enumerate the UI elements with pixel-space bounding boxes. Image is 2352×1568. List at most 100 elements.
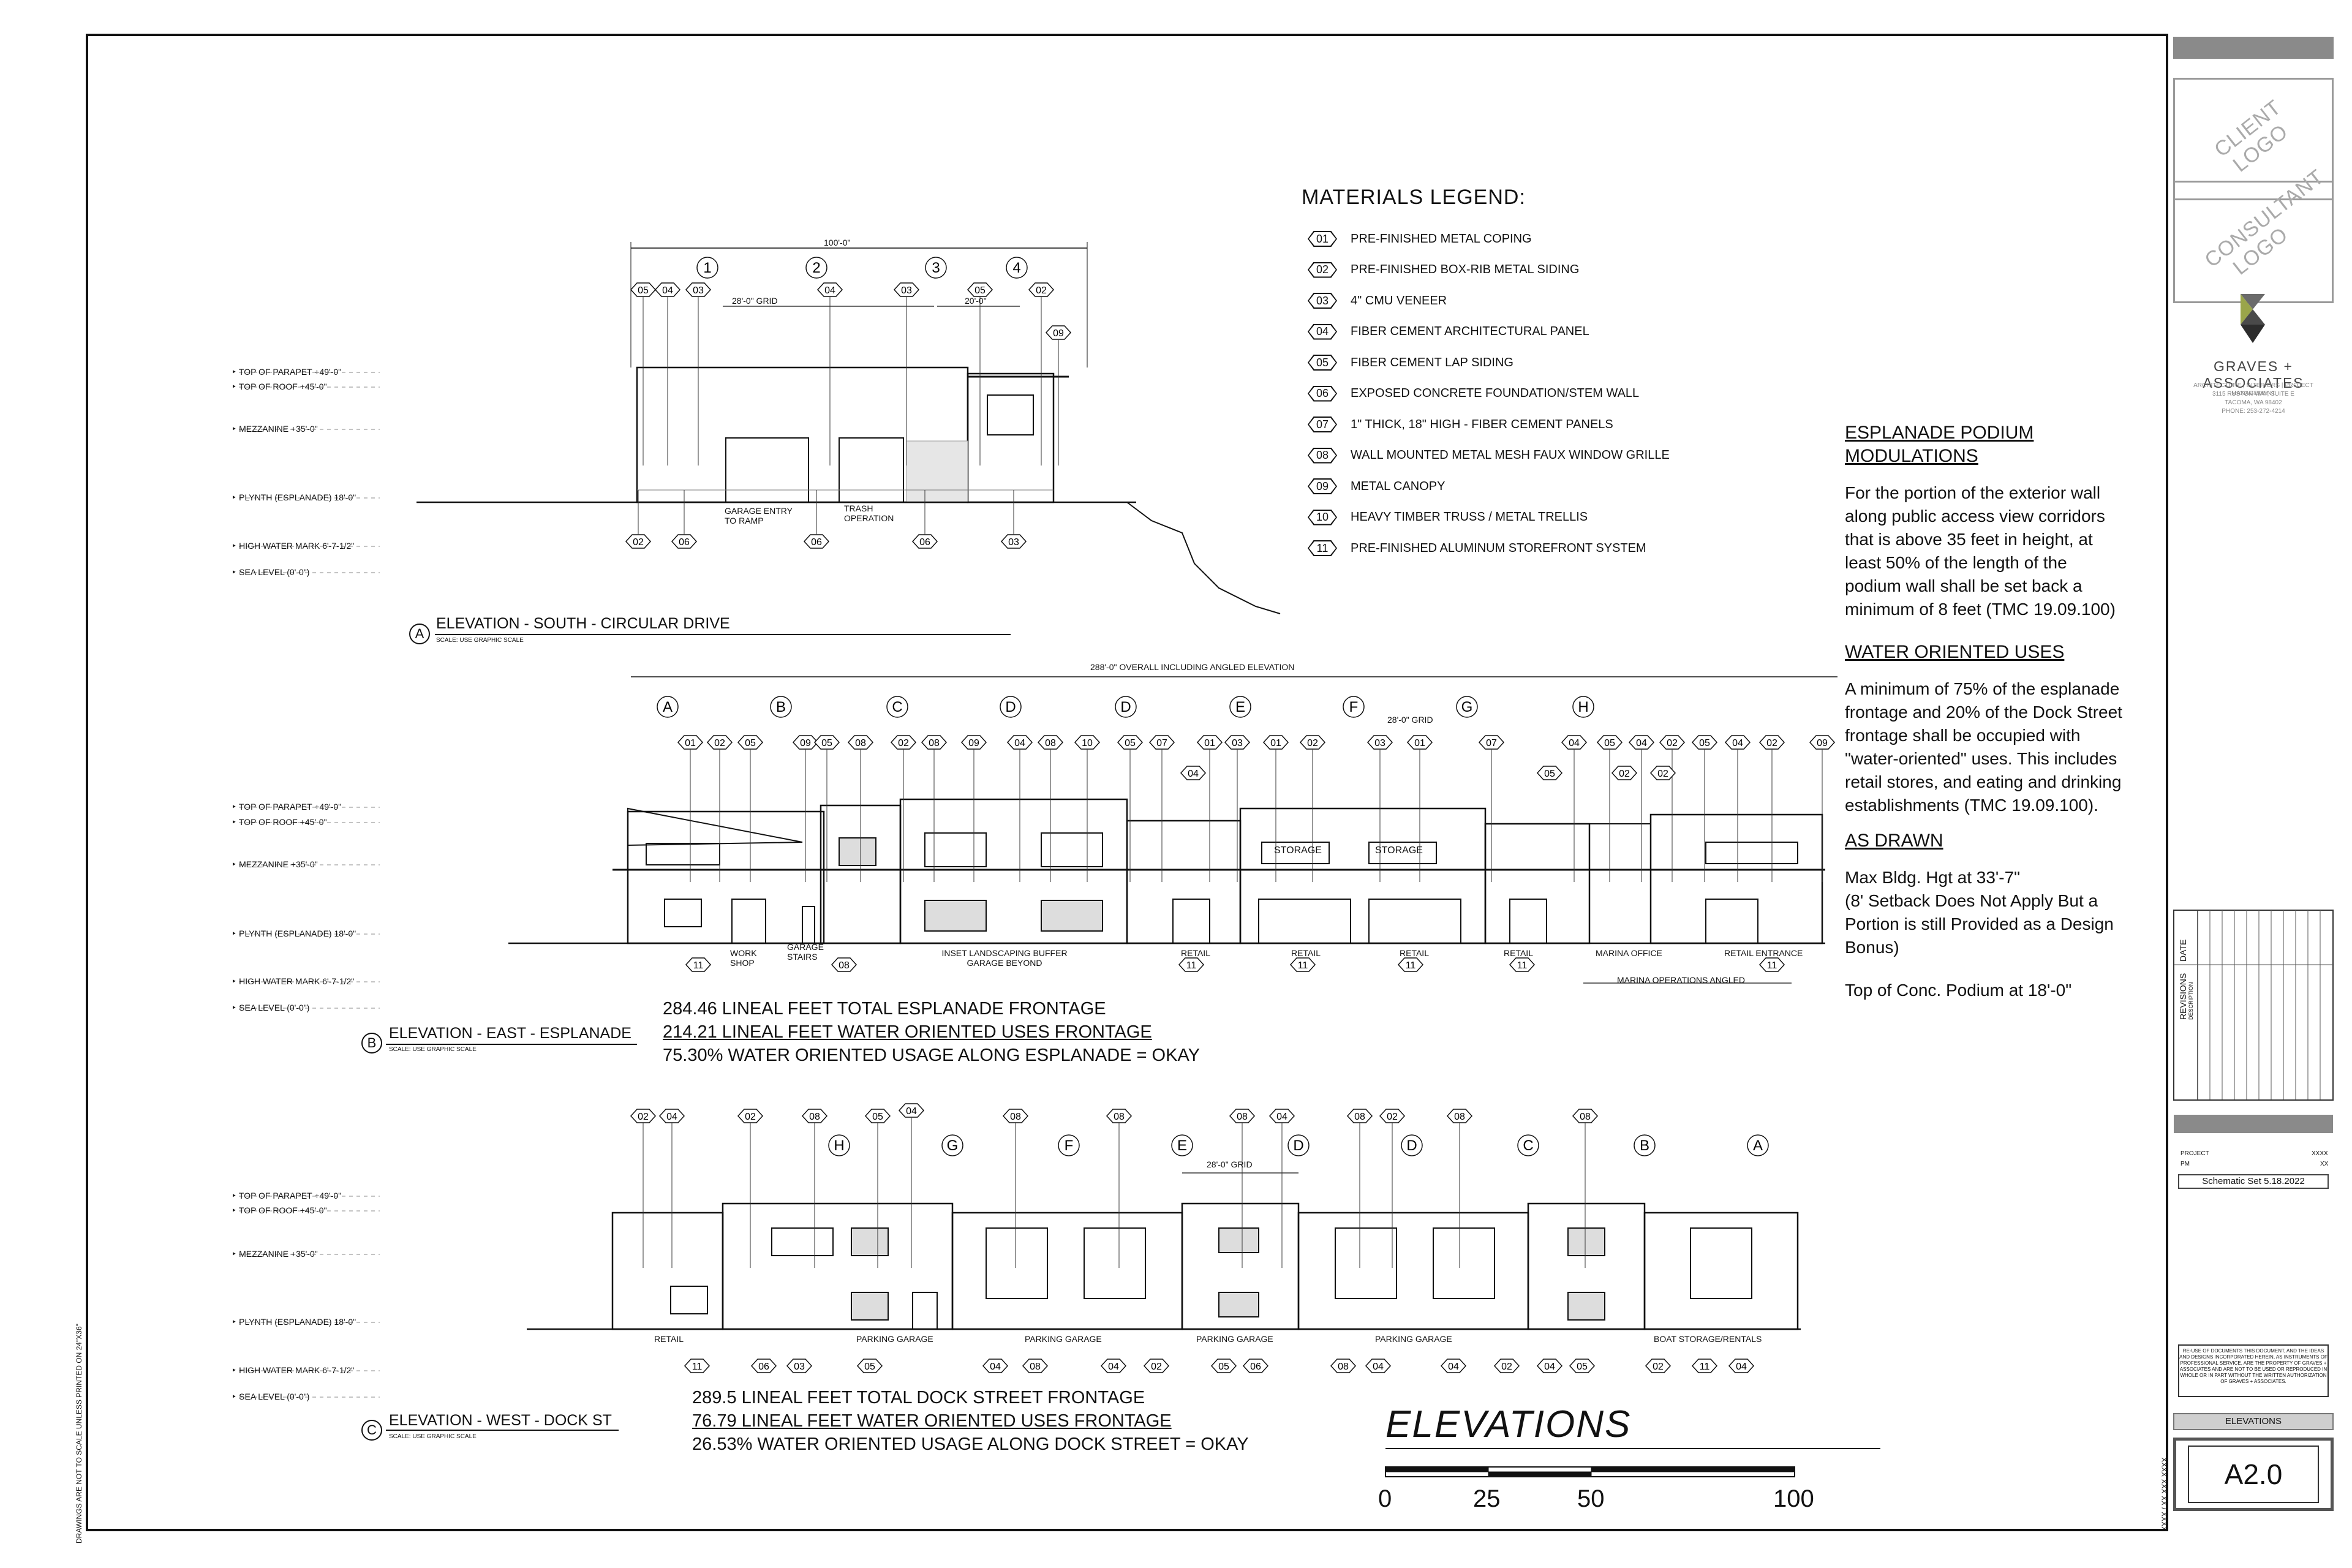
elev-b-grid-bubble: F — [1343, 696, 1365, 718]
elev-b-top-tag: 02 — [1299, 735, 1326, 750]
elev-b-view-circle: B — [361, 1033, 382, 1054]
svg-text:F: F — [1065, 1137, 1074, 1154]
elevation-b-drawing — [508, 676, 1838, 984]
elev-c-bottom-tag: 11 — [1691, 1359, 1718, 1373]
elev-b-bottom-tag: 11 — [1178, 957, 1205, 972]
elev-b-top-tag: 09 — [1809, 735, 1836, 750]
level-label: ‣ HIGH WATER MARK 6'-7-1/2" — [232, 976, 355, 986]
level-label: ‣ HIGH WATER MARK 6'-7-1/2" — [232, 1365, 355, 1375]
legend-item-text: 4" CMU VENEER — [1351, 293, 1447, 307]
revisions-table — [2173, 910, 2334, 1133]
client-logo-placeholder: CLIENT LOGO — [2173, 78, 2334, 200]
elev-b-grid-bubble: B — [770, 696, 792, 718]
svg-text:05: 05 — [1218, 1362, 1229, 1372]
elev-b-frontage-water: 214.21 LINEAL FEET WATER ORIENTED USES F… — [663, 1022, 1152, 1042]
elev-c-bottom-tag: 04 — [1728, 1359, 1755, 1373]
elev-b-space-label: RETAIL — [1504, 948, 1533, 958]
level-label: ‣ TOP OF ROOF +45'-0" — [232, 817, 327, 827]
svg-text:D: D — [1406, 1137, 1417, 1154]
water-uses-title: WATER ORIENTED USES — [1845, 642, 2065, 662]
elev-c-space-label: PARKING GARAGE — [856, 1334, 933, 1344]
svg-text:05: 05 — [974, 285, 986, 296]
level-label: ‣ PLYNTH (ESPLANADE) 18'-0" — [232, 1317, 356, 1327]
svg-text:03: 03 — [1374, 738, 1385, 748]
elev-a-bottom-tag: 06 — [911, 534, 938, 549]
svg-text:02: 02 — [1151, 1362, 1162, 1372]
legend-item-text: EXPOSED CONCRETE FOUNDATION/STEM WALL — [1351, 386, 1640, 400]
elev-c-grid-bubble: B — [1634, 1134, 1656, 1156]
svg-text:03: 03 — [1232, 738, 1243, 748]
elev-c-top-tag: 08 — [1002, 1109, 1029, 1123]
level-label: ‣ TOP OF ROOF +45'-0" — [232, 382, 327, 391]
podium-line: For the portion of the exterior wall — [1845, 483, 2101, 502]
podium-line: minimum of 8 feet (TMC 19.09.100) — [1845, 600, 2116, 619]
elev-a-scale: SCALE: USE GRAPHIC SCALE — [436, 637, 524, 644]
elev-b-marina-dim: MARINA OPERATIONS ANGLED — [1617, 975, 1746, 985]
elev-c-grid-bubble: D — [1287, 1134, 1310, 1156]
svg-text:04: 04 — [1736, 1362, 1747, 1372]
as-drawn-text: Max Bldg. Hgt at 33'-7"(8' Setback Does … — [1845, 866, 2157, 959]
elev-c-bottom-tag: 11 — [684, 1359, 710, 1373]
svg-text:04: 04 — [1569, 738, 1580, 748]
elev-a-top-tag: 05 — [630, 282, 657, 297]
svg-text:E: E — [1177, 1137, 1187, 1154]
sheet-title: ELEVATIONS — [2173, 1413, 2334, 1430]
podium-title-2: MODULATIONS — [1845, 446, 1978, 466]
elev-b-top-tag: 07 — [1478, 735, 1505, 750]
material-tag: 01 — [1308, 231, 1337, 247]
elev-c-space-label: PARKING GARAGE — [1196, 1334, 1273, 1344]
svg-text:B: B — [1640, 1137, 1649, 1154]
elev-c-bottom-tag: 02 — [1143, 1359, 1170, 1373]
svg-text:08: 08 — [1114, 1112, 1125, 1122]
elev-b-space-label: WORK SHOP — [730, 948, 757, 968]
elev-b-frontage-usage: 75.30% WATER ORIENTED USAGE ALONG ESPLAN… — [663, 1046, 1200, 1065]
elev-c-bottom-tag: 08 — [1330, 1359, 1357, 1373]
svg-text:11: 11 — [1767, 960, 1777, 971]
svg-text:11: 11 — [1406, 960, 1416, 971]
svg-text:04: 04 — [1276, 1112, 1287, 1122]
elev-a-bottom-tag: 02 — [625, 534, 652, 549]
svg-text:05: 05 — [1604, 738, 1615, 748]
svg-text:02: 02 — [714, 738, 725, 748]
podium-top-note: Top of Conc. Podium at 18'-0" — [1845, 981, 2072, 1000]
elev-b-bottom-tag: 11 — [1758, 957, 1785, 972]
svg-text:11: 11 — [1298, 960, 1308, 971]
elev-b-scale: SCALE: USE GRAPHIC SCALE — [389, 1046, 477, 1053]
level-label: ‣ TOP OF ROOF +45'-0" — [232, 1205, 327, 1215]
level-label: ‣ SEA LEVEL (0'-0") — [232, 1392, 310, 1401]
elev-b-top-tag: 04 — [1628, 735, 1655, 750]
elev-c-title: ELEVATION - WEST - DOCK ST — [389, 1412, 612, 1429]
podium-line: podium wall shall be set back a — [1845, 576, 2082, 595]
svg-text:1: 1 — [703, 260, 711, 276]
svg-text:06: 06 — [679, 537, 690, 548]
svg-text:07: 07 — [1486, 738, 1497, 748]
elev-c-bottom-tag: 05 — [1569, 1359, 1596, 1373]
elev-a-bottom-tag: 06 — [803, 534, 830, 549]
elev-c-space-label: BOAT STORAGE/RENTALS — [1654, 1334, 1762, 1344]
elev-b-top-tag: 07 — [1148, 735, 1175, 750]
legend-item-text: WALL MOUNTED METAL MESH FAUX WINDOW GRIL… — [1351, 448, 1670, 462]
elev-c-top-tag: 04 — [1268, 1109, 1295, 1123]
podium-line: that is above 35 feet in height, at — [1845, 530, 2093, 549]
svg-text:07: 07 — [1156, 738, 1167, 748]
svg-text:F: F — [1349, 699, 1359, 715]
elev-a-title: ELEVATION - SOUTH - CIRCULAR DRIVE — [436, 615, 730, 632]
elev-a-bottom-tag: 06 — [671, 534, 698, 549]
svg-text:02: 02 — [1766, 738, 1777, 748]
elev-b-top-tag: 05 — [813, 735, 840, 750]
elevation-a-drawing — [417, 242, 1281, 614]
elev-c-view-circle: C — [361, 1420, 382, 1441]
elev-c-bottom-tag: 04 — [1100, 1359, 1127, 1373]
svg-text:02: 02 — [1307, 738, 1318, 748]
legend-title: MATERIALS LEGEND: — [1302, 186, 1526, 209]
svg-text:09: 09 — [1053, 328, 1064, 339]
scale-tick-100: 100 — [1773, 1485, 1814, 1512]
legend-item-text: FIBER CEMENT ARCHITECTURAL PANEL — [1351, 325, 1589, 338]
material-tag: 05 — [1308, 355, 1337, 371]
svg-text:02: 02 — [638, 1112, 649, 1122]
svg-text:08: 08 — [1338, 1362, 1349, 1372]
